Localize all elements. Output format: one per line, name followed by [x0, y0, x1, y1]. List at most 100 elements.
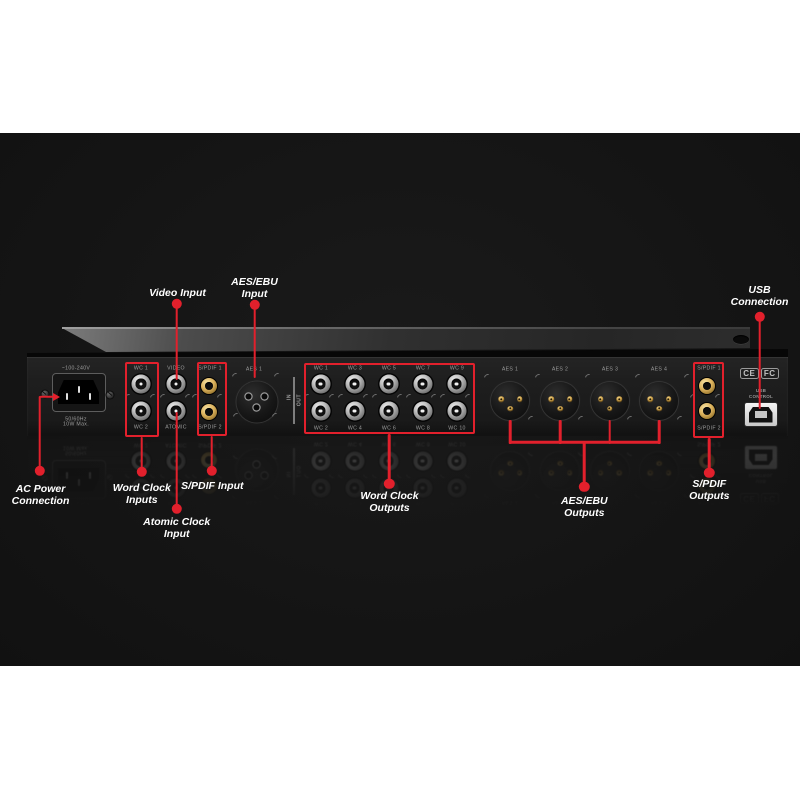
callout-text: USB [748, 284, 771, 296]
product-photo: ~100-240V 50/60Hz 10W Max. IN OUT CE FC … [0, 133, 800, 666]
port-label: WC 7 [415, 365, 430, 371]
callout-dot-wc-inputs [136, 466, 147, 477]
callout-text: AES/EBU [231, 275, 278, 288]
callout-dot-aes-input [249, 299, 260, 310]
rca-spdif-input-1 [200, 378, 217, 394]
callout-text: Input [163, 527, 190, 540]
callout-dot-wc-outputs [384, 478, 395, 489]
port-label: WC 6 [381, 425, 396, 431]
fcc-mark: FC [760, 367, 779, 379]
power-voltage-label: ~100-240V [61, 365, 91, 371]
bnc-wc-input-2 [131, 401, 151, 421]
port-label: WC 1 [313, 365, 328, 371]
ac-inlet-pin [89, 393, 92, 400]
rca-spdif-output-2 [698, 403, 715, 419]
usb-contact-block [755, 411, 767, 418]
port-label: WC 9 [449, 365, 464, 371]
callout-stub-aes-output-1 [508, 420, 512, 444]
callout-text: Input [241, 287, 268, 300]
callout-dot-video-input [171, 298, 182, 310]
bnc-wc-output [413, 374, 432, 394]
port-label: AES 1 [501, 365, 519, 372]
xlr-hole [253, 404, 260, 411]
xlr-pin [647, 396, 653, 402]
bnc-video-input [166, 374, 186, 394]
xlr-male-aes-output [640, 381, 678, 420]
port-label: WC 5 [381, 365, 396, 371]
callout-dot-aes-outputs [579, 481, 590, 492]
port-label: WC 2 [313, 425, 328, 431]
callout-text: Word Clock [112, 481, 171, 494]
port-label: S/PDIF 2 [696, 425, 721, 431]
ce-mark: CE [740, 367, 759, 379]
xlr-pin [507, 405, 513, 412]
xlr-male-aes-output [590, 381, 629, 420]
port-label: WC 1 [133, 365, 149, 371]
port-label: WC 10 [447, 425, 466, 431]
rca-spdif-output-1 [698, 377, 715, 394]
xlr-male-aes-output [491, 381, 529, 420]
xlr-pin [656, 405, 662, 412]
callout-text: Connection [11, 494, 70, 507]
power-freq-label: 50/60Hz [65, 415, 87, 422]
port-label: AES 4 [650, 365, 668, 372]
callout-overlay: Video Input AES/EBU Input USB Connection [0, 133, 800, 666]
callout-line-spdif-outputs [708, 438, 711, 473]
bnc-wc-output [311, 374, 330, 394]
bnc-atomic-input [166, 401, 186, 421]
callout-text: AES/EBU [560, 494, 608, 507]
bnc-wc-output [413, 401, 432, 421]
io-divider [293, 377, 295, 424]
ac-inlet-pin [77, 386, 80, 393]
port-label: WC 2 [133, 424, 149, 430]
callout-line-aes-input [253, 304, 256, 378]
ac-inlet-pin [66, 393, 69, 400]
callout-label-wc-outputs: Word Clock Outputs [360, 490, 418, 514]
callout-text: Outputs [564, 506, 605, 519]
ac-inlet-socket [58, 380, 99, 404]
callout-text: Outputs [369, 501, 410, 514]
callout-label-aes-outputs: AES/EBU Outputs [561, 495, 608, 519]
callout-line-aes-outputs [583, 441, 586, 487]
callout-stub-aes-output-2 [558, 420, 562, 444]
callout-line-wc-outputs [388, 433, 391, 484]
callout-text: Connection [730, 296, 789, 308]
port-label: AES 2 [551, 365, 569, 372]
callout-arrowhead-ac-power [52, 392, 60, 401]
xlr-pin [498, 396, 504, 402]
port-label: WC 8 [415, 425, 430, 431]
bnc-wc-output [379, 374, 398, 394]
screw [41, 390, 48, 397]
callout-dot-usb [754, 311, 765, 323]
callout-text: Inputs [126, 493, 158, 506]
callout-label-usb: USB Connection [731, 284, 789, 308]
xlr-pin [566, 396, 573, 402]
port-label: S/PDIF 1 [198, 365, 222, 371]
power-watt-label: 10W Max. [63, 421, 89, 427]
usb-b-port [745, 403, 777, 426]
callout-text: Outputs [689, 490, 730, 502]
bnc-wc-output [311, 401, 330, 421]
spdif-outputs-box [692, 361, 724, 438]
usb-b-socket [749, 406, 773, 423]
xlr-pin [557, 405, 563, 412]
callout-label-ac-power: AC Power Connection [12, 483, 70, 507]
xlr-pin [665, 396, 672, 402]
callout-text: S/PDIF [692, 478, 727, 490]
screw [106, 391, 114, 398]
ac-power-inlet [52, 373, 106, 412]
bnc-wc-output [447, 401, 466, 421]
callout-line-spdif-input [210, 436, 214, 471]
callout-text: AC Power [15, 482, 66, 495]
callout-text: Word Clock [360, 489, 419, 502]
xlr-pin [597, 396, 604, 402]
callout-line-wc-inputs [140, 436, 144, 472]
callout-label-wc-inputs: Word Clock Inputs [113, 482, 171, 506]
callout-dot-spdif-outputs [704, 467, 715, 478]
xlr-pin [548, 396, 554, 402]
lid-handle-cutout [733, 334, 749, 344]
port-label: WC 3 [347, 365, 362, 371]
bnc-wc-output [345, 401, 364, 421]
bnc-wc-output [447, 374, 466, 394]
